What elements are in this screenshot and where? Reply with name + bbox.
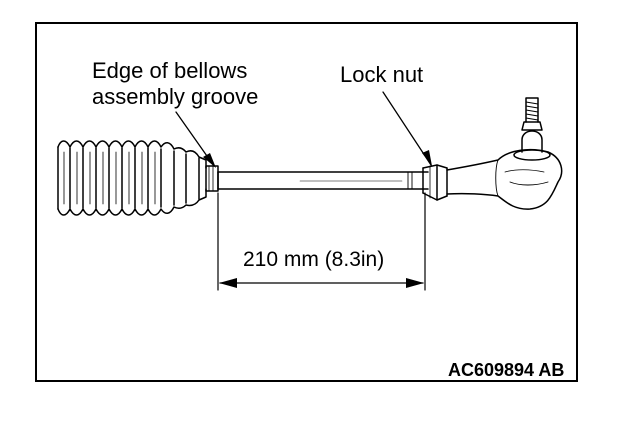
lock-nut-leader-arrowhead: [422, 150, 432, 166]
dimension-arrow-left: [219, 278, 237, 288]
dimension-label: 210 mm (8.3in): [243, 248, 385, 271]
edge-label-line1: Edge of bellows: [92, 58, 248, 83]
edge-label-line2: assembly groove: [92, 84, 259, 109]
figure-frame: [35, 22, 578, 382]
tie-rod: [217, 171, 429, 190]
bellows: [57, 140, 219, 216]
tie-rod-end: [446, 148, 563, 210]
edge-leader-arrowhead: [203, 153, 216, 168]
ball-stud: [521, 97, 543, 153]
edge-of-bellows-label: Edge of bellows assembly groove: [92, 58, 258, 110]
figure-code: AC609894 AB: [448, 360, 565, 380]
lock-nut-label: Lock nut: [340, 62, 424, 87]
lock-nut: [422, 164, 448, 201]
dimension-arrow-right: [406, 278, 424, 288]
